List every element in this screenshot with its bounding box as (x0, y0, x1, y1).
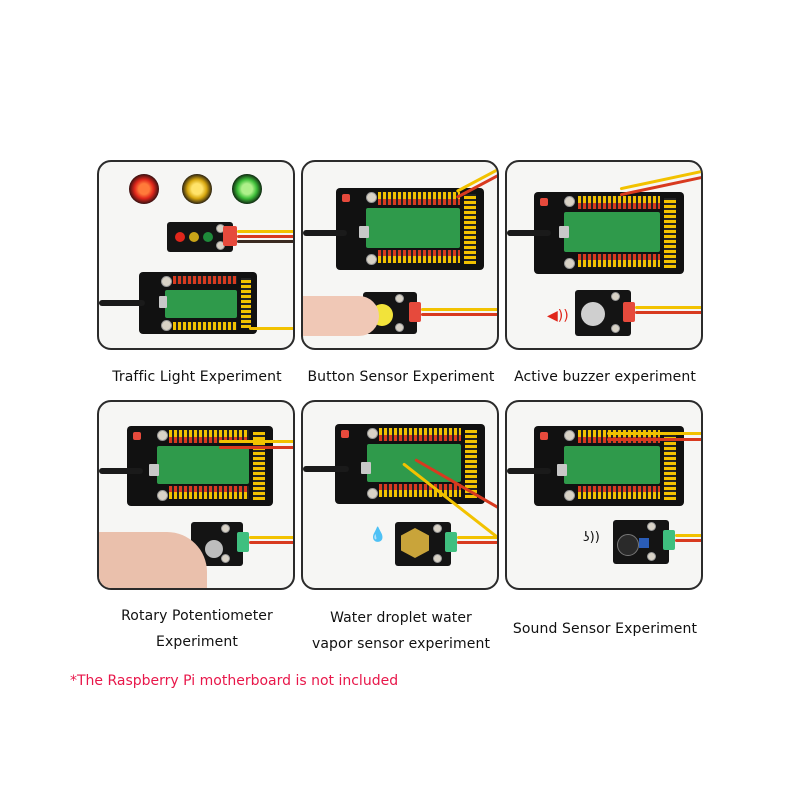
hexagon-sensor-icon (401, 528, 429, 558)
sound-sensor-module (613, 520, 669, 564)
module-connector (237, 532, 249, 552)
module-connector (223, 226, 237, 246)
expansion-board (336, 188, 484, 270)
speaking-face-icon: ʖ)) (583, 530, 600, 545)
traffic-light-module (167, 222, 233, 252)
module-connector (623, 302, 635, 322)
disclaimer-note: *The Raspberry Pi motherboard is not inc… (70, 673, 399, 689)
rotary-potentiometer-experiment-image (97, 400, 295, 590)
yellow-led-icon (182, 174, 212, 204)
potentiometer-module (191, 522, 243, 566)
caption-rotary-potentiometer: Rotary Potentiometer Experiment (97, 603, 297, 655)
usb-cable (99, 468, 143, 474)
usb-cable (303, 230, 347, 236)
active-buzzer-experiment-image: ◀)) (505, 160, 703, 350)
water-sensor-module (395, 522, 451, 566)
usb-cable (507, 468, 551, 474)
caption-traffic-light: Traffic Light Experiment (112, 369, 282, 385)
expansion-board (335, 424, 485, 504)
sound-sensor-experiment-image: ʖ)) (505, 400, 703, 590)
caption-button-sensor: Button Sensor Experiment (307, 369, 495, 385)
speaker-sound-icon: ◀)) (547, 308, 569, 324)
caption-line-1: Water droplet water (330, 610, 472, 626)
usb-cable (99, 300, 145, 306)
module-connector (663, 530, 675, 550)
expansion-board (534, 192, 684, 274)
caption-sound-sensor: Sound Sensor Experiment (512, 621, 698, 637)
button-sensor-experiment-image (301, 160, 499, 350)
buzzer-icon (581, 302, 605, 326)
knob-icon (205, 540, 223, 558)
water-droplet-experiment-image: 💧 (301, 400, 499, 590)
hand (99, 532, 207, 588)
red-led-icon (129, 174, 159, 204)
microphone-icon (617, 534, 639, 556)
caption-line-1: Rotary Potentiometer (121, 608, 273, 624)
water-drops-icon: 💧 (369, 527, 387, 543)
module-connector (409, 302, 421, 322)
caption-water-droplet: Water droplet water vapor sensor experim… (301, 605, 501, 657)
usb-cable (507, 230, 551, 236)
expansion-board (139, 272, 257, 334)
buzzer-module (575, 290, 631, 336)
green-led-icon (232, 174, 262, 204)
caption-active-buzzer: Active buzzer experiment (514, 369, 696, 385)
finger (303, 296, 379, 336)
traffic-light-experiment-image (97, 160, 295, 350)
caption-line-2: vapor sensor experiment (311, 636, 491, 652)
caption-line-2: Experiment (156, 634, 238, 650)
module-connector (445, 532, 457, 552)
usb-cable (303, 466, 349, 472)
potentiometer-blue-icon (639, 538, 649, 548)
